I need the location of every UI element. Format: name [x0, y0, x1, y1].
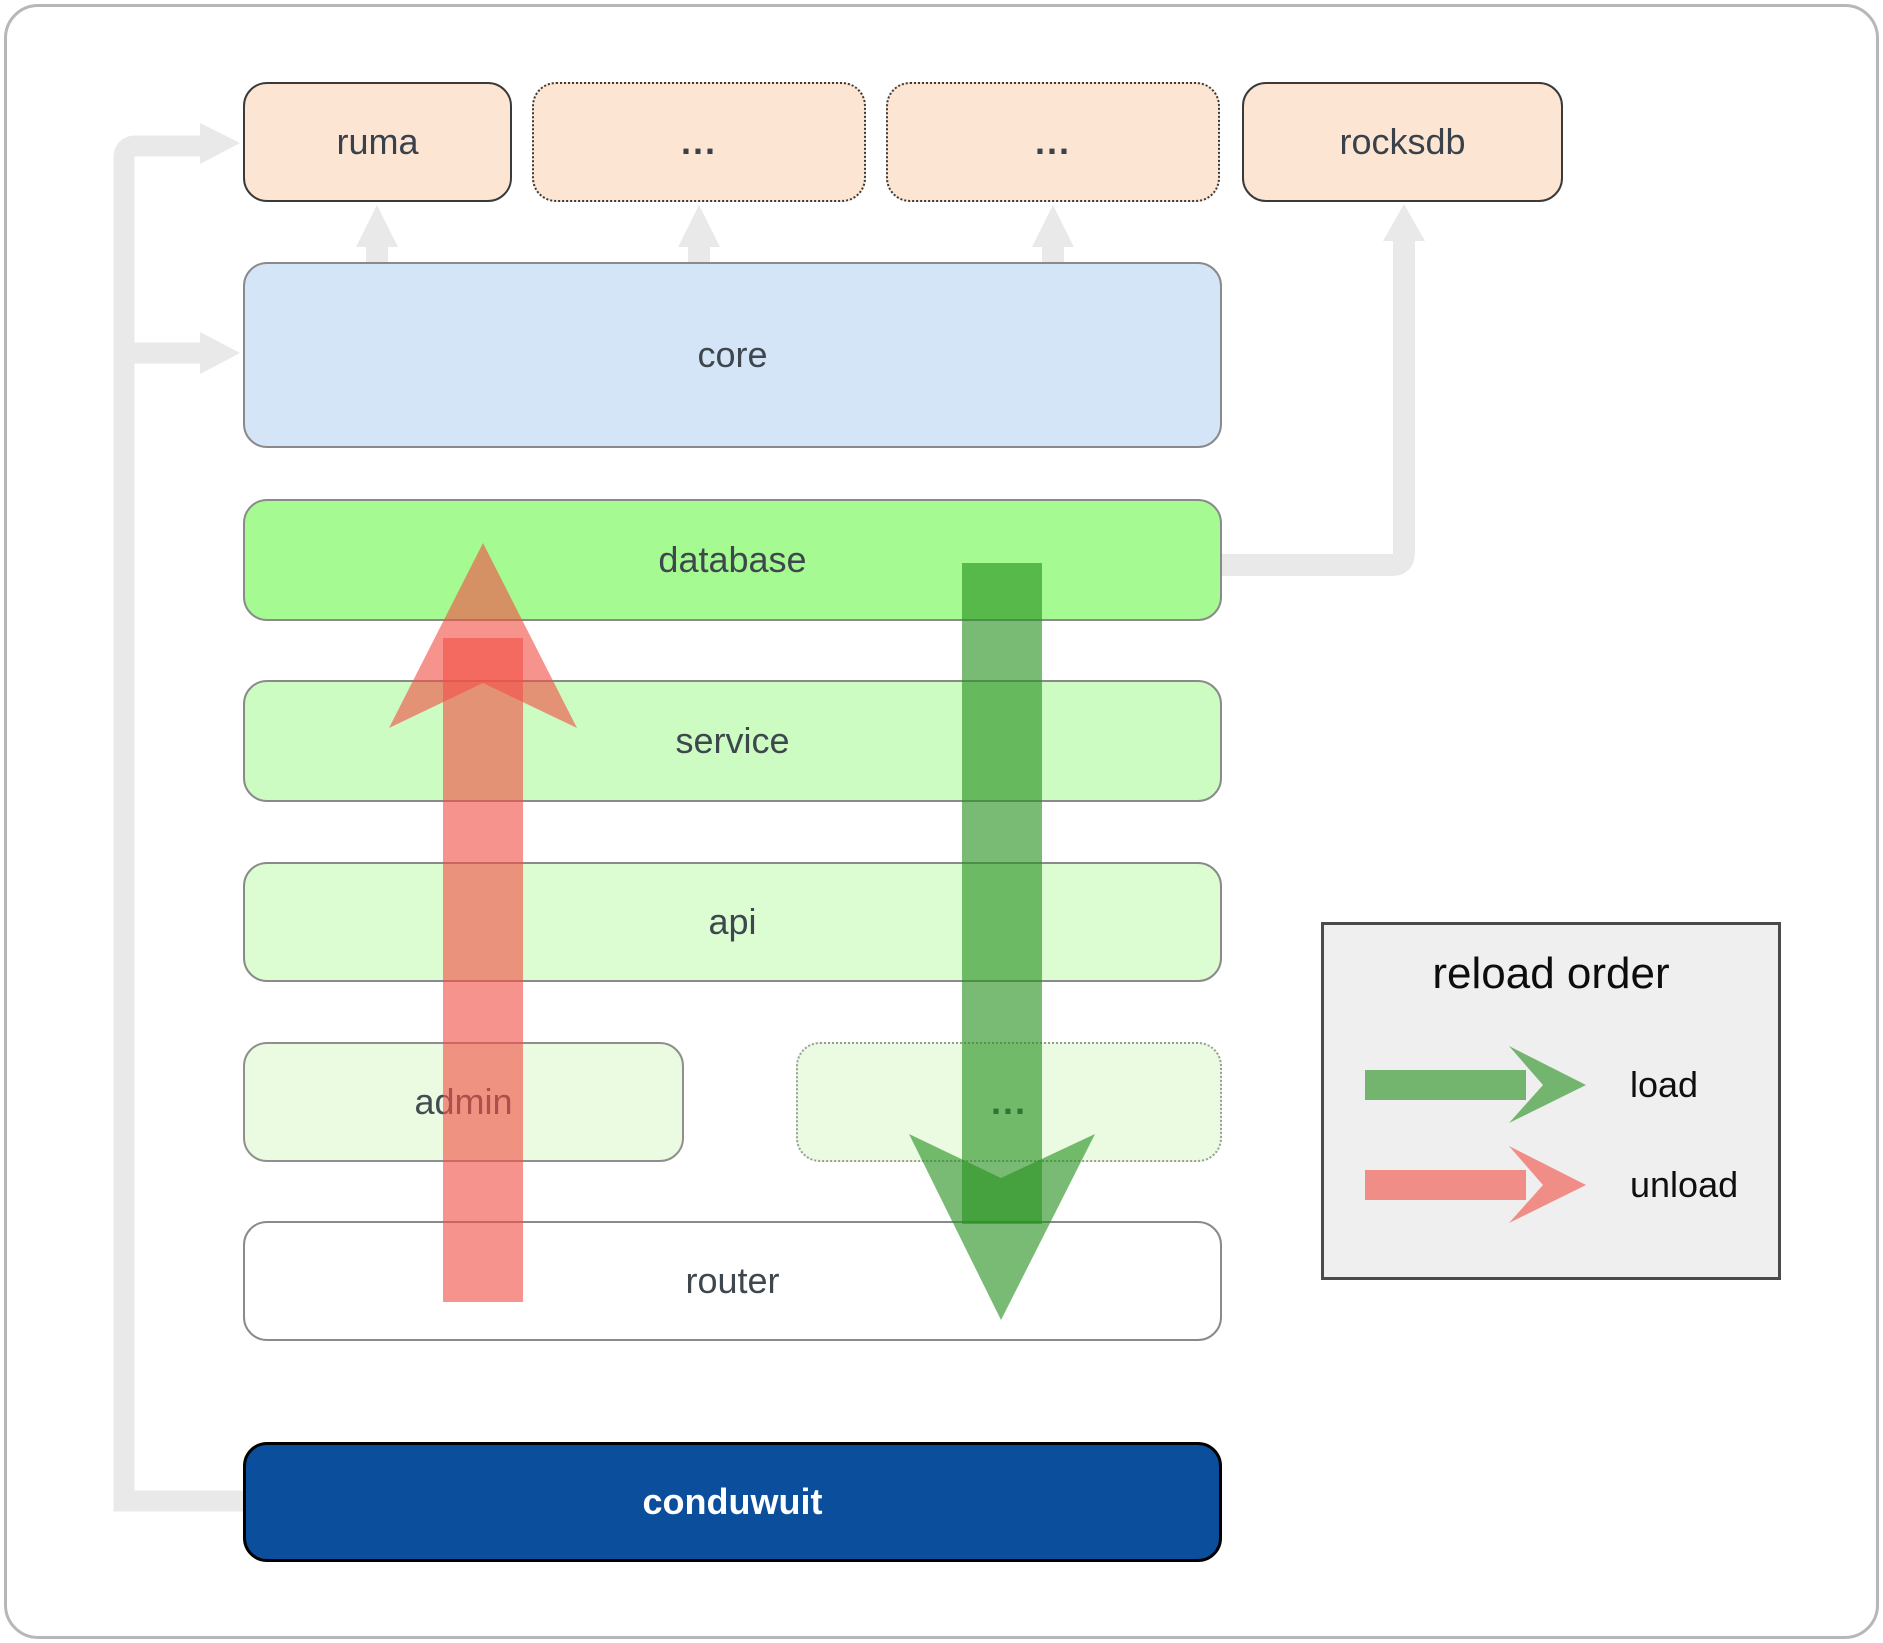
core-to-more1-arrow-icon [678, 205, 720, 264]
node-ruma: ruma [243, 82, 512, 202]
arrowhead-into-ruma-icon [200, 123, 240, 164]
node-ruma-label: ruma [336, 121, 419, 162]
node-conduwuit: conduwuit [243, 1442, 1222, 1562]
node-api-label: api [708, 901, 757, 942]
node-mid-ellipsis: ... [796, 1042, 1222, 1162]
core-to-more2-arrow-icon [1032, 205, 1074, 264]
connector-conduwuit-to-modules [113, 135, 243, 1512]
node-admin-label: admin [414, 1081, 513, 1122]
legend-reload-order: reload order load unload [1321, 922, 1781, 1280]
node-rocksdb-label: rocksdb [1339, 121, 1466, 162]
legend-arrows [1365, 1046, 1586, 1223]
node-top-ellipsis-1-label: ... [680, 121, 717, 162]
node-core-label: core [697, 334, 768, 375]
node-database: database [243, 499, 1222, 621]
core-to-ruma-arrow-icon [356, 205, 398, 264]
legend-load-arrow-icon [1365, 1046, 1586, 1123]
node-core: core [243, 262, 1222, 448]
node-rocksdb: rocksdb [1242, 82, 1563, 202]
node-admin: admin [243, 1042, 684, 1162]
arrowhead-into-rocksdb-icon [1383, 204, 1425, 241]
node-top-ellipsis-2: ... [886, 82, 1220, 202]
node-service-label: service [675, 720, 790, 761]
node-database-label: database [658, 539, 807, 580]
node-conduwuit-label: conduwuit [642, 1481, 823, 1522]
arrowhead-into-core-icon [200, 332, 240, 374]
legend-title: reload order [1432, 949, 1670, 998]
legend-item-unload: unload [1630, 1164, 1739, 1205]
node-service: service [243, 680, 1222, 802]
node-top-ellipsis-2-label: ... [1034, 121, 1071, 162]
connector-database-to-rocksdb [1222, 241, 1415, 576]
node-router-label: router [685, 1260, 780, 1301]
node-router: router [243, 1221, 1222, 1341]
node-mid-ellipsis-label: ... [990, 1081, 1027, 1122]
node-api: api [243, 862, 1222, 982]
node-top-ellipsis-1: ... [532, 82, 866, 202]
legend-unload-arrow-icon [1365, 1146, 1586, 1223]
legend-item-load: load [1630, 1064, 1699, 1105]
